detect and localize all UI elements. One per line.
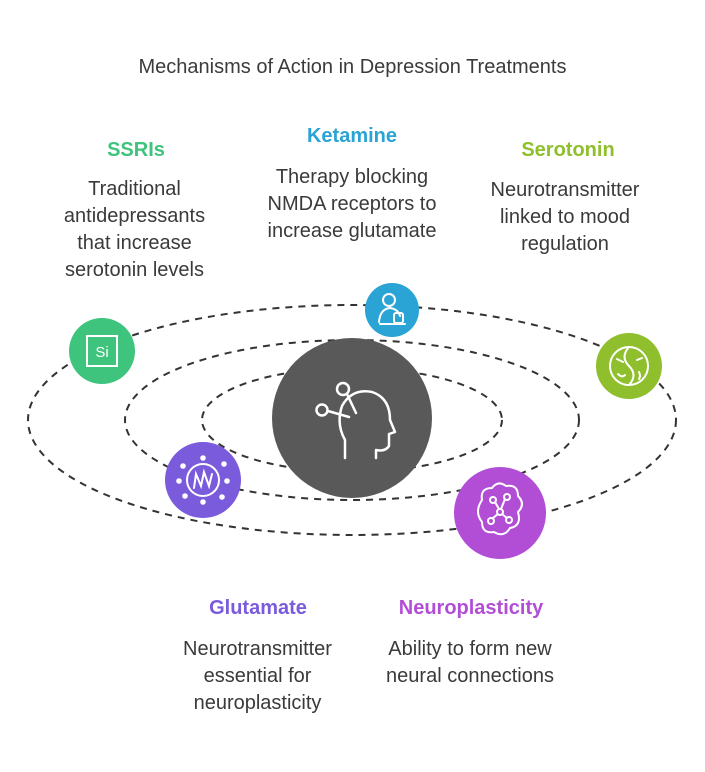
ketamine-node xyxy=(365,283,419,337)
head-acupuncture-icon xyxy=(315,381,397,460)
glutamate-label: Glutamate xyxy=(209,597,307,619)
ssris-label: SSRIs xyxy=(107,139,165,161)
ketamine-description: Therapy blocking NMDA receptors to incre… xyxy=(267,166,437,242)
si-icon-text: Si xyxy=(95,344,108,361)
orbit-rings xyxy=(27,304,677,536)
neuroplasticity-label: Neuroplasticity xyxy=(398,597,544,619)
patient-treatment-icon xyxy=(378,293,406,325)
serotonin-description: Neurotransmitter linked to mood regulati… xyxy=(490,179,640,255)
serotonin-node xyxy=(596,333,662,399)
molecule-cluster-icon xyxy=(176,455,230,505)
outer-orbit xyxy=(27,304,677,536)
diagram-title: Mechanisms of Action in Depression Treat… xyxy=(138,56,567,78)
serotonin-label: Serotonin xyxy=(521,139,615,161)
neural-network-icon xyxy=(477,482,523,536)
glutamate-description: Neurotransmitter essential for neuroplas… xyxy=(183,638,332,714)
ssris-description: Traditional antidepressants that increas… xyxy=(63,178,206,281)
inner-orbit xyxy=(201,367,503,473)
neuroplasticity-node xyxy=(454,467,546,559)
glutamate-node xyxy=(165,442,241,518)
middle-orbit xyxy=(124,339,580,501)
ketamine-label: Ketamine xyxy=(306,125,398,147)
center-node xyxy=(272,338,432,498)
element-si-icon: Si xyxy=(86,335,118,367)
ssris-node: Si xyxy=(69,318,135,384)
neuroplasticity-description: Ability to form new neural connections xyxy=(386,638,554,687)
mood-face-icon xyxy=(609,346,649,386)
